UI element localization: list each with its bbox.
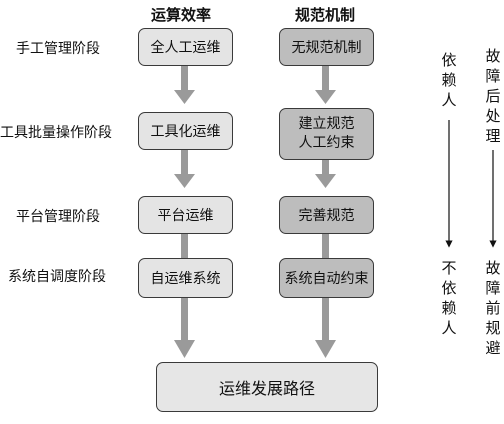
dependence-top-label: 依赖人 bbox=[441, 51, 457, 109]
efficiency-box-platform: 平台运维 bbox=[138, 196, 233, 234]
mechanism-header: 规范机制 bbox=[295, 6, 356, 24]
stage-label-self: 系统自调度阶段 bbox=[8, 269, 106, 285]
mechanism-box-auto: 系统自动约束 bbox=[279, 258, 374, 298]
mechanism-box-improve: 完善规范 bbox=[279, 196, 374, 234]
stage-label-manual: 手工管理阶段 bbox=[16, 41, 100, 57]
fault-top-label: 故障后处理 bbox=[485, 47, 501, 145]
efficiency-box-self: 自运维系统 bbox=[138, 258, 233, 298]
fault-bottom-label: 故障前规避 bbox=[485, 259, 501, 357]
development-path-box: 运维发展路径 bbox=[156, 362, 378, 412]
efficiency-box-manual: 全人工运维 bbox=[138, 28, 233, 66]
dependence-bottom-label: 不依赖人 bbox=[441, 259, 457, 337]
efficiency-box-tool: 工具化运维 bbox=[138, 112, 233, 150]
mechanism-box-none: 无规范机制 bbox=[279, 28, 374, 66]
stage-label-tool: 工具批量操作阶段 bbox=[0, 125, 112, 141]
stage-label-platform: 平台管理阶段 bbox=[16, 209, 100, 225]
mechanism-box-manual-constraint: 建立规范 人工约束 bbox=[279, 108, 374, 160]
efficiency-header: 运算效率 bbox=[151, 6, 212, 24]
